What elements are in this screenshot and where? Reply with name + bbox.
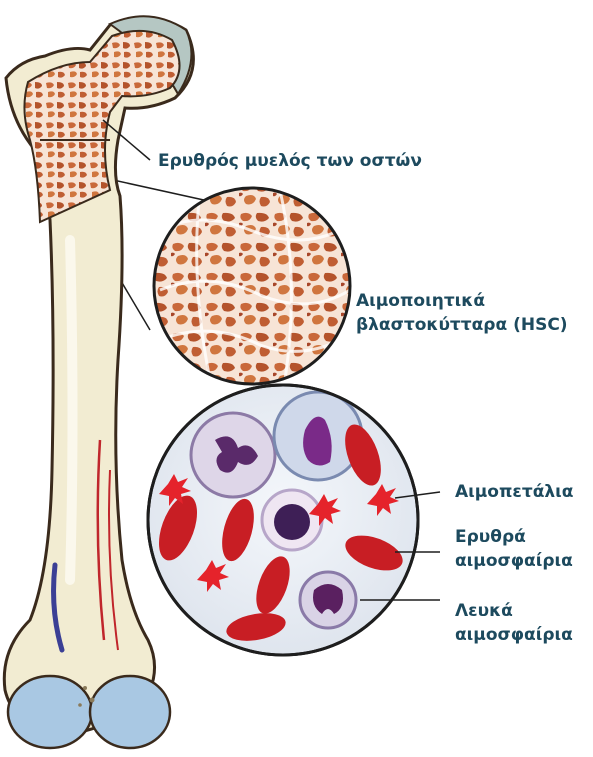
marrow-magnified-circle: [154, 188, 350, 384]
label-wbc-line1: Λευκά: [455, 600, 513, 622]
label-rbc-line1: Ερυθρά: [455, 526, 526, 548]
label-wbc-line2: αιμοσφαίρια: [455, 624, 573, 646]
label-hsc-line2: βλαστοκύτταρα (HSC): [356, 314, 568, 336]
label-bone-marrow: Ερυθρός μυελός των οστών: [158, 150, 422, 172]
label-rbc-line2: αιμοσφαίρια: [455, 550, 573, 572]
label-hsc-line1: Αιμοποιητικά: [356, 290, 485, 312]
cartilage-right: [90, 676, 170, 748]
bone-shaft-highlight: [70, 240, 73, 580]
label-platelets: Αιμοπετάλια: [455, 481, 573, 503]
femur-bone: [4, 16, 193, 748]
cartilage-left: [8, 676, 92, 748]
blood-cells-circle: [148, 385, 418, 655]
